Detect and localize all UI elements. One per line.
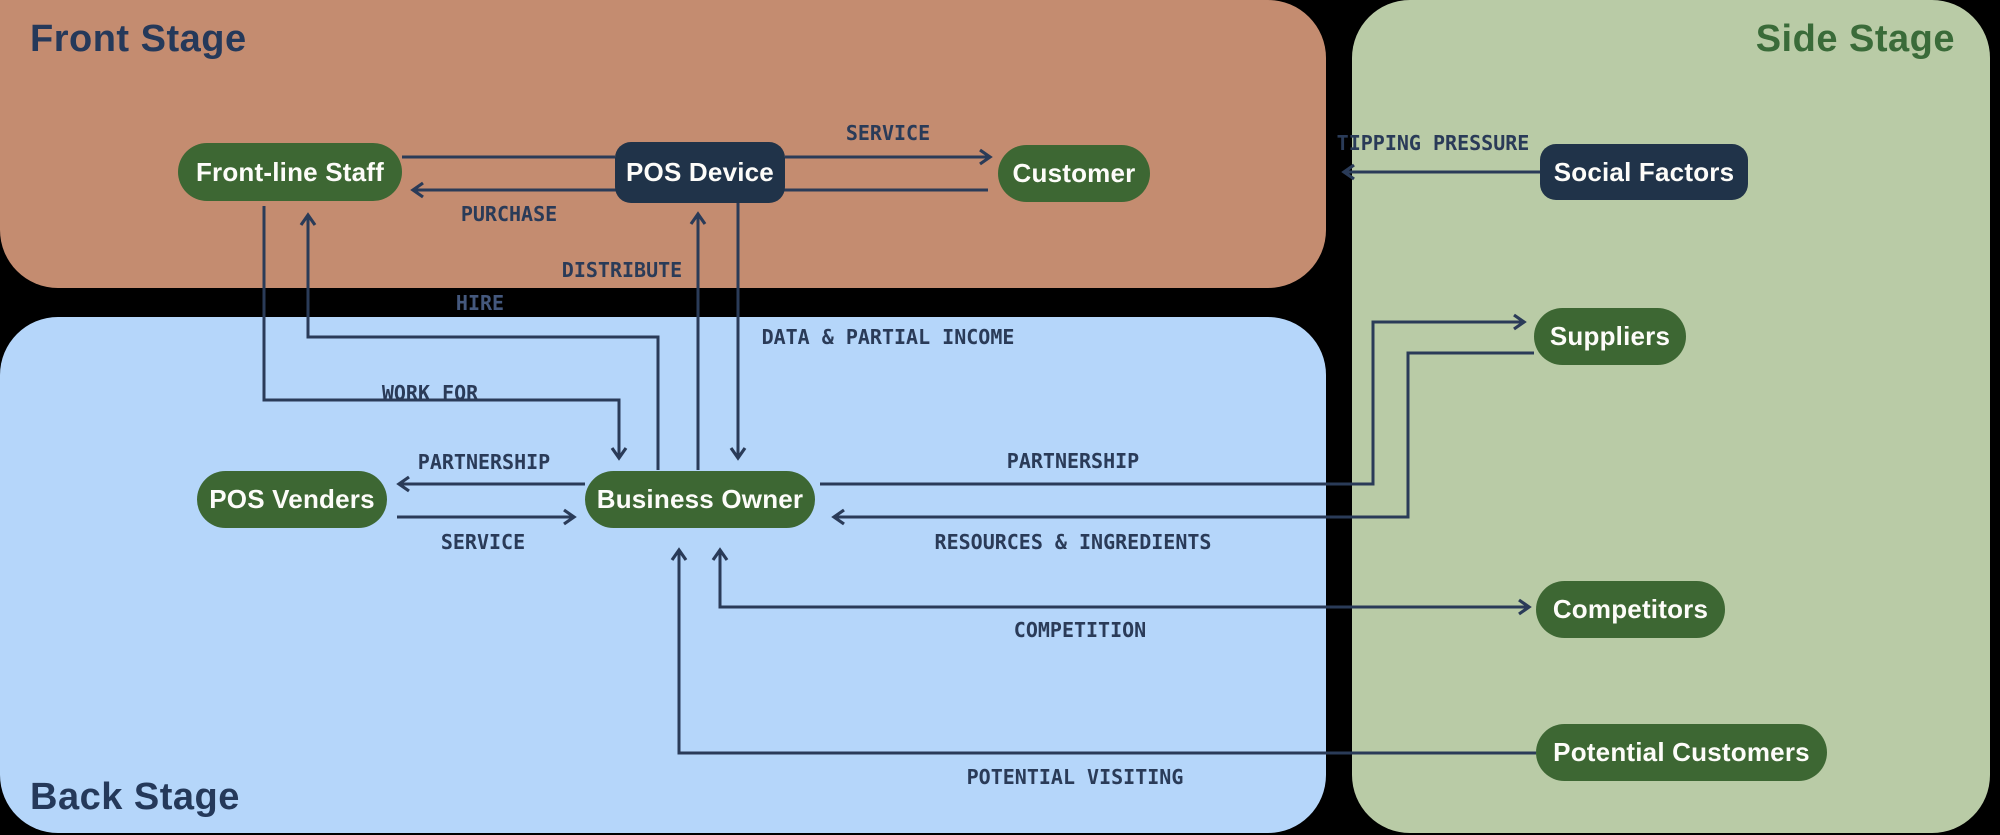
label-service-bottom: SERVICE xyxy=(440,530,526,554)
edge-competition xyxy=(711,547,1532,616)
front-stage-title: Front Stage xyxy=(30,18,247,60)
label-distribute: DISTRIBUTE xyxy=(561,258,683,282)
label-partnership-left: PARTNERSHIP xyxy=(417,450,551,474)
label-work-for: WORK FOR xyxy=(381,381,479,405)
label-potential-visiting: POTENTIAL VISITING xyxy=(966,765,1184,789)
edge-potential-visiting xyxy=(670,547,1536,755)
label-resources-ingredients: RESOURCES & INGREDIENTS xyxy=(934,530,1212,554)
edge-resources-ingredients xyxy=(831,351,1534,526)
node-business-owner[interactable]: Business Owner xyxy=(585,471,815,528)
edge-work-for xyxy=(262,206,628,461)
node-front-line-staff[interactable]: Front-line Staff xyxy=(178,143,402,201)
label-hire: HIRE xyxy=(455,291,505,315)
back-stage-title: Back Stage xyxy=(30,776,240,818)
node-social-factors[interactable]: Social Factors xyxy=(1540,144,1748,200)
node-pos-device[interactable]: POS Device xyxy=(615,142,785,203)
label-tipping-pressure: TIPPING PRESSURE xyxy=(1336,131,1530,155)
side-stage-panel xyxy=(1352,0,1990,833)
node-potential-customers[interactable]: Potential Customers xyxy=(1536,724,1827,781)
label-partnership-right: PARTNERSHIP xyxy=(1006,449,1140,473)
edge-partnership-right xyxy=(820,313,1527,486)
node-pos-venders[interactable]: POS Venders xyxy=(197,471,387,528)
label-competition: COMPETITION xyxy=(1013,618,1147,642)
label-purchase: PURCHASE xyxy=(460,202,558,226)
node-suppliers[interactable]: Suppliers xyxy=(1534,308,1686,365)
label-data-partial-income: DATA & PARTIAL INCOME xyxy=(761,325,1015,349)
side-stage-title: Side Stage xyxy=(1755,18,1955,60)
node-competitors[interactable]: Competitors xyxy=(1536,581,1725,638)
node-customer[interactable]: Customer xyxy=(998,145,1150,202)
label-service-top: SERVICE xyxy=(845,121,931,145)
edge-hire xyxy=(299,212,660,470)
